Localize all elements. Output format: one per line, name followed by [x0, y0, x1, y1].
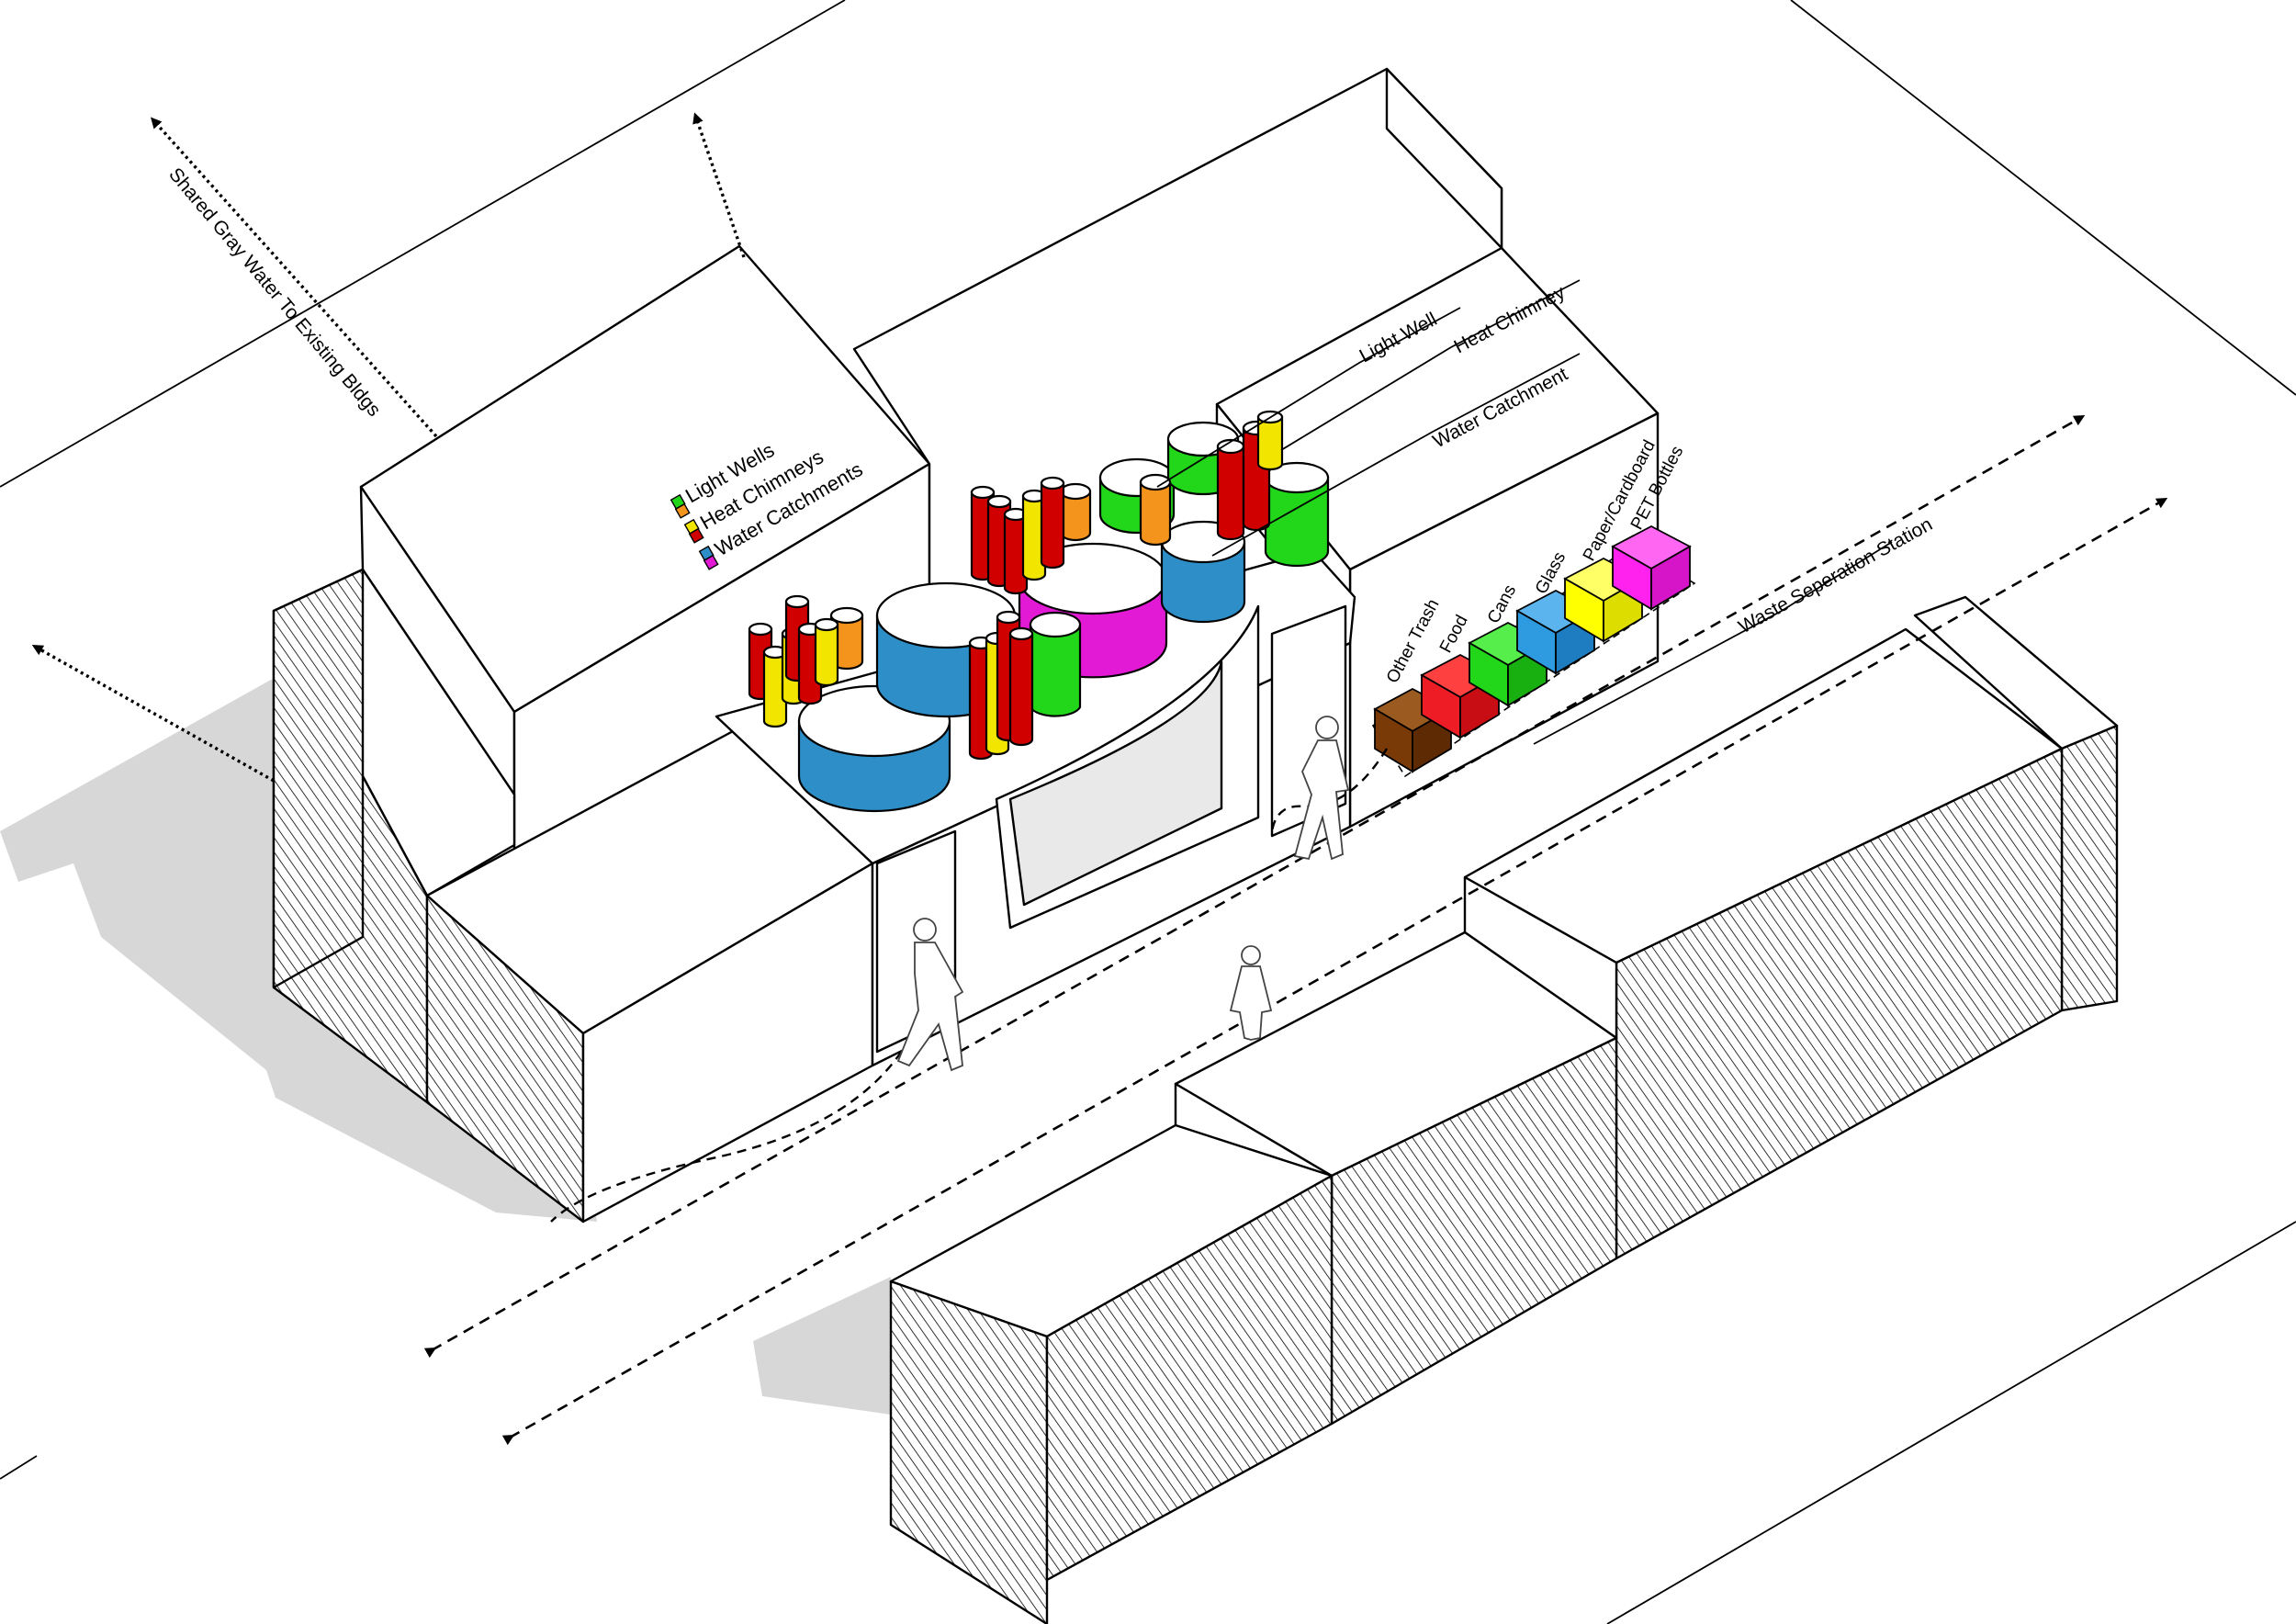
light-well-orange-2 [1059, 482, 1092, 542]
street-flow-arrow-2 [501, 498, 2168, 1446]
gray-water-arrow-2 [692, 112, 746, 258]
light-well-green-2 [1264, 461, 1330, 568]
gray-water-arrow-1 [150, 117, 438, 438]
person-walking-right-door [1293, 716, 1350, 861]
light-well-green-3 [1029, 611, 1082, 717]
callout-gray-water: Shared Gray Water To Existing Bldgs [164, 164, 385, 420]
person-standing-street [1229, 945, 1273, 1041]
person-walking-left-door [896, 918, 964, 1072]
gray-water-arrow-3 [31, 645, 275, 783]
people [896, 716, 1350, 1072]
pedestrian-route-left [550, 1009, 925, 1223]
light-well-orange-1 [1139, 473, 1172, 547]
flow-arrows [31, 112, 2168, 1446]
callout-waste-station: Waste Seperation Station [1735, 513, 1936, 637]
